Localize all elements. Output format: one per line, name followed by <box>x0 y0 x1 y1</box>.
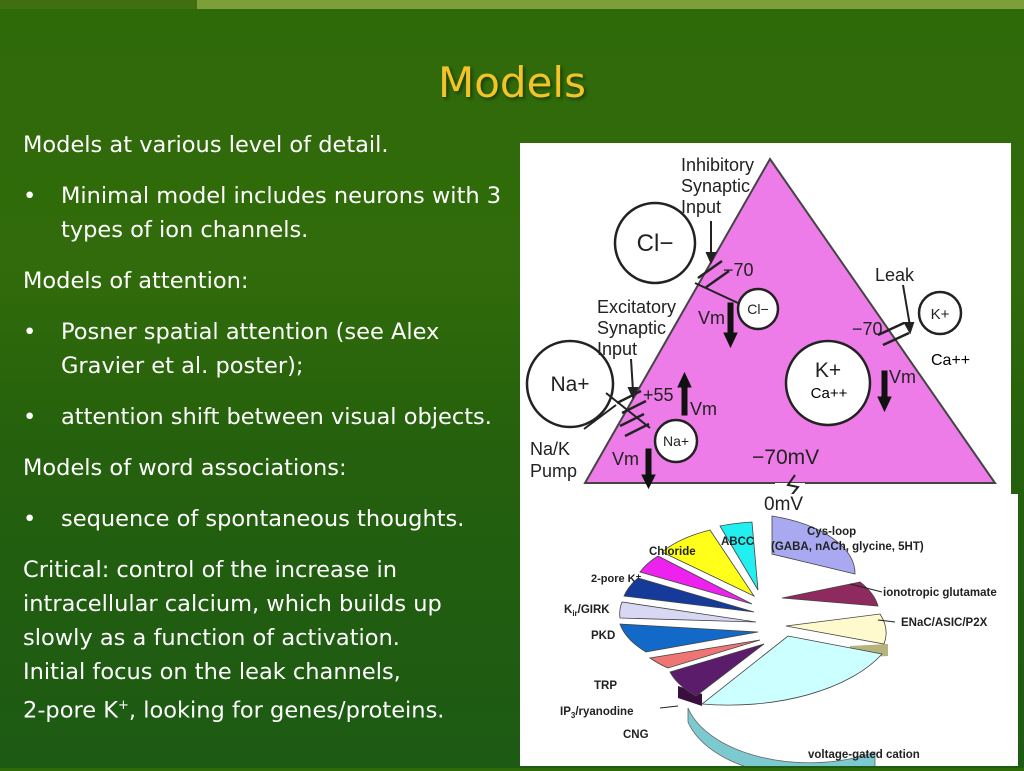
bullet-marker: • <box>23 506 37 532</box>
k-reversal: −70 <box>852 319 883 339</box>
vm-label-k: Vm <box>889 367 916 387</box>
slice-cys-loop <box>771 515 856 575</box>
slice-ionotropic-glutamate <box>781 581 879 607</box>
slice-cng <box>669 643 765 697</box>
critical-line: 2-pore K+, looking for genes/proteins. <box>23 689 513 728</box>
excitatory-label: Excitatory <box>597 297 676 317</box>
inhibitory-label: Inhibitory <box>681 155 754 175</box>
slice-kir <box>623 577 755 613</box>
cl-inside-circle <box>736 287 780 331</box>
slide-title: Models <box>438 58 586 107</box>
top-accent-bar <box>0 0 1024 9</box>
slice-trp <box>619 623 759 653</box>
cl-outside-circle <box>613 201 697 285</box>
label-pkd: PKD <box>591 630 615 642</box>
k-outside-circle <box>917 290 963 336</box>
label-cng: CNG <box>623 729 649 741</box>
cl-outside-label: Cl− <box>637 230 674 257</box>
cl-reversal: −70 <box>723 260 754 280</box>
pie-slices <box>619 515 887 706</box>
slice-enac <box>785 613 887 645</box>
ca-center-label: Ca++ <box>811 385 848 402</box>
label-abcc: ABCC <box>721 536 754 548</box>
pie-leader-lines <box>659 583 896 709</box>
vm-arrows <box>641 302 892 490</box>
critical-line: intracellular calcium, which builds up <box>23 591 442 617</box>
bullet-marker: • <box>23 319 37 345</box>
excitatory-label: Input <box>597 339 637 359</box>
zero-potential-label: 0mV <box>764 494 804 515</box>
bullet-attention-shift: • attention shift between visual objects. <box>23 400 513 434</box>
label-enac-asic-p2x: ENaC/ASIC/P2X <box>901 617 988 629</box>
k-inside-label: K+ <box>815 359 841 382</box>
rest-potential: −70mV <box>752 446 819 469</box>
leak-label: Leak <box>875 265 915 285</box>
critical-text: 2-pore K <box>23 697 118 724</box>
bullet-marker: • <box>23 404 37 430</box>
label-trp: TRP <box>594 680 617 692</box>
slice-2pore-k <box>639 555 753 605</box>
neuron-diagram: Inhibitory Synaptic Input Excitatory Syn… <box>525 155 997 498</box>
na-outside-label: Na+ <box>550 373 589 396</box>
label-kir-girk: Kir/GIRK <box>564 604 610 618</box>
label-2pore-k: 2-pore K⁺ <box>591 573 642 585</box>
bullet-thoughts: • sequence of spontaneous thoughts. <box>23 502 513 536</box>
label-ionotropic-glutamate: ionotropic glutamate <box>883 587 997 599</box>
channel-glyphs <box>616 259 910 438</box>
axis-break-mark <box>786 474 800 498</box>
bullet-text: Minimal model includes neurons with 3 ty… <box>61 183 502 243</box>
label-cys-loop: Cys-loop <box>807 526 856 538</box>
vm-label-na: Vm <box>690 399 717 419</box>
label-chloride: Chloride <box>649 546 696 558</box>
ca-right-label: Ca++ <box>931 352 970 369</box>
paragraph-detail-levels: Models at various level of detail. <box>23 132 389 158</box>
k-outside-label: K+ <box>931 306 950 323</box>
inhibitory-label: Synaptic <box>681 176 750 196</box>
bullet-text: attention shift between visual objects. <box>61 404 492 430</box>
superscript-plus: + <box>118 698 129 713</box>
slice-pkd <box>619 601 757 623</box>
bullet-text: Posner spatial attention (see Alex Gravi… <box>61 319 440 379</box>
na-inside-label: Na+ <box>663 433 689 449</box>
critical-line: Critical: control of the increase in <box>23 557 397 583</box>
critical-line: Initial focus on the leak channels, <box>23 659 401 685</box>
label-cys-loop-sub: (GABA, nACh, glycine, 5HT) <box>771 541 924 553</box>
critical-line: slowly as a function of activation. <box>23 625 400 651</box>
ion-channel-pie-panel: Cys-loop (GABA, nACh, glycine, 5HT) ABCC… <box>520 494 1018 771</box>
slice-chloride <box>661 529 756 597</box>
inhibitory-label: Input <box>681 197 721 217</box>
label-ip3-ryanodine: IP3/ryanodine <box>560 706 633 720</box>
ion-channel-pie: Cys-loop (GABA, nACh, glycine, 5HT) ABCC… <box>560 515 997 771</box>
paragraph-word-associations: Models of word associations: <box>23 455 347 481</box>
bullet-posner: • Posner spatial attention (see Alex Grav… <box>23 315 513 383</box>
pump-label: Na/K <box>530 439 570 459</box>
pump-label: Pump <box>530 461 577 481</box>
critical-note: Critical: control of the increase in int… <box>23 553 513 728</box>
slice-ip3-ryanodine <box>648 639 761 669</box>
bullet-marker: • <box>23 183 37 209</box>
vm-label-pump: Vm <box>612 449 639 469</box>
critical-text: , looking for genes/proteins. <box>128 697 445 724</box>
na-inside-circle <box>653 418 699 464</box>
na-outside-circle <box>525 339 615 429</box>
flow-arrows <box>583 221 915 430</box>
slice-abcc <box>719 521 759 591</box>
vm-label-cl: Vm <box>698 308 725 328</box>
neuron-diagram-panel: Inhibitory Synaptic Input Excitatory Syn… <box>520 143 1011 498</box>
top-accent-bar-dark <box>0 0 197 9</box>
bullet-text: sequence of spontaneous thoughts. <box>61 506 465 532</box>
na-reversal: +55 <box>643 385 674 405</box>
excitatory-label: Synaptic <box>597 318 666 338</box>
slice-voltage-gated-cation <box>700 635 883 706</box>
slide-body: Models at various level of detail. • Mini… <box>23 128 513 728</box>
bullet-minimal-model: • Minimal model includes neurons with 3 t… <box>23 179 513 247</box>
cl-inside-label: Cl− <box>747 301 768 317</box>
paragraph-attention: Models of attention: <box>23 268 249 294</box>
label-voltage-gated-cation: voltage-gated cation <box>808 749 920 761</box>
k-inside-circle <box>784 339 872 427</box>
